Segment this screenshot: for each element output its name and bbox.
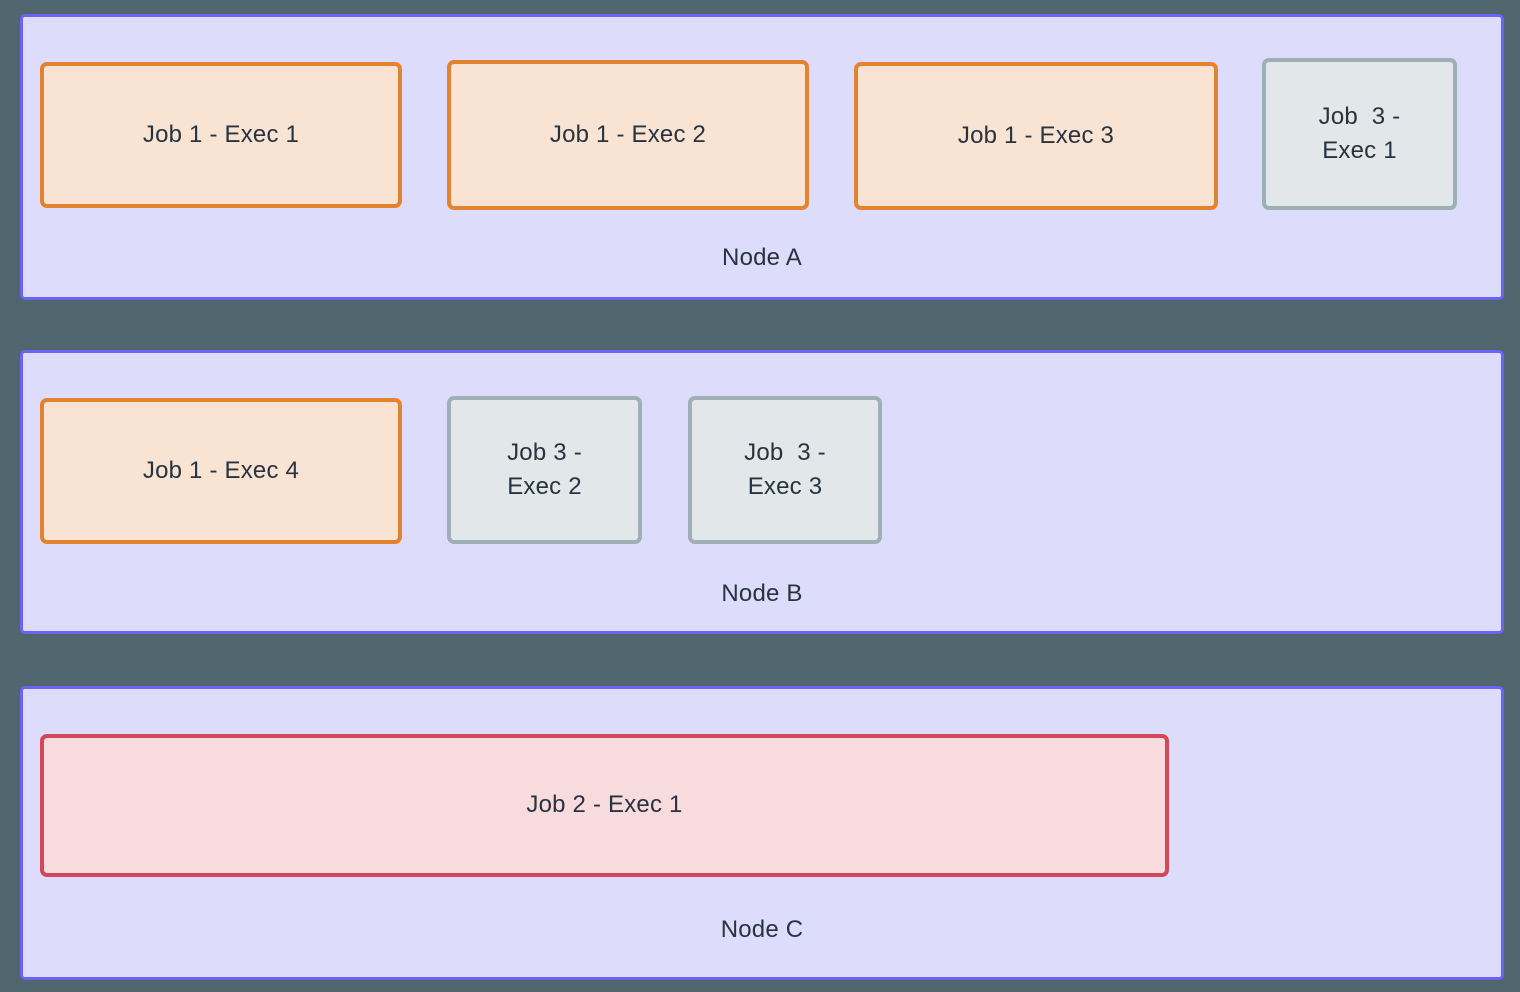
node-label-node-c: Node C: [720, 916, 804, 943]
task-box-job1-exec4[interactable]: Job 1 - Exec 4: [40, 398, 402, 544]
task-box-job1-exec1[interactable]: Job 1 - Exec 1: [40, 62, 402, 208]
task-box-job1-exec3[interactable]: Job 1 - Exec 3: [854, 62, 1218, 210]
task-box-job1-exec2[interactable]: Job 1 - Exec 2: [447, 60, 809, 210]
task-box-job3-exec3[interactable]: Job 3 - Exec 3: [688, 396, 882, 544]
node-label-node-b: Node B: [721, 580, 803, 607]
node-container-node-c: Job 2 - Exec 1 Node C: [20, 686, 1504, 980]
node-label-node-a: Node A: [722, 244, 802, 271]
task-box-job3-exec2[interactable]: Job 3 - Exec 2: [447, 396, 642, 544]
node-container-node-b: Job 1 - Exec 4 Job 3 - Exec 2 Job 3 - Exec…: [20, 350, 1504, 634]
task-box-job2-exec1[interactable]: Job 2 - Exec 1: [40, 734, 1169, 877]
node-container-node-a: Job 1 - Exec 1 Job 1 - Exec 2 Job 1 - Exec…: [20, 14, 1504, 300]
task-box-job3-exec1[interactable]: Job 3 - Exec 1: [1262, 58, 1457, 210]
